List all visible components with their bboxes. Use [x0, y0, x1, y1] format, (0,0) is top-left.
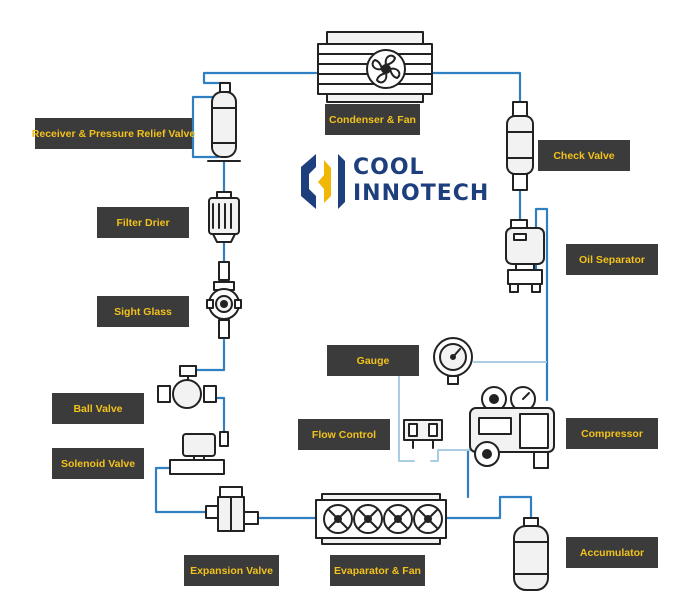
- label-gauge: Gauge: [327, 345, 419, 376]
- flow-control-part: [403, 419, 443, 449]
- compressor-part: [469, 386, 555, 469]
- accumulator-part: [513, 517, 549, 591]
- gauge-lines: [398, 361, 547, 462]
- label-accumulator: Accumulator: [566, 537, 658, 568]
- pipe-ballvalve-to-solenoid: [208, 396, 226, 434]
- expansion-valve-part: [205, 486, 259, 532]
- label-condenser: Condenser & Fan: [325, 104, 420, 135]
- label-evaporator: Evaparator & Fan: [330, 555, 425, 586]
- check-valve-part: [506, 101, 534, 191]
- label-ball-valve: Ball Valve: [52, 393, 144, 424]
- label-oil-separator: Oil Separator: [566, 244, 658, 275]
- pipe-condenser-to-checkvalve: [430, 71, 522, 105]
- receiver-part: [207, 82, 241, 162]
- label-filter-drier: Filter Drier: [97, 207, 189, 238]
- pipe-evaporator-to-accumulator: [432, 495, 533, 524]
- sight-glass-part: [206, 261, 242, 339]
- pipe-receiver-side: [191, 95, 220, 159]
- pipe-condenser-to-receiver: [202, 71, 318, 85]
- solenoid-valve-part: [169, 431, 229, 475]
- condenser-fan-part: [317, 31, 433, 103]
- label-expansion-valve: Expansion Valve: [184, 555, 279, 586]
- label-solenoid-valve: Solenoid Valve: [52, 448, 144, 479]
- pipe-accumulator-to-compressor: [466, 448, 476, 499]
- label-compressor: Compressor: [566, 418, 658, 449]
- label-check-valve: Check Valve: [538, 140, 630, 171]
- filter-drier-part: [208, 191, 240, 243]
- label-flow-control: Flow Control: [298, 419, 390, 450]
- label-sight-glass: Sight Glass: [97, 296, 189, 327]
- pipe-solenoid-to-expansion: [154, 466, 208, 514]
- logo-mark: [301, 154, 345, 209]
- gauge-part: [433, 337, 473, 385]
- label-receiver: Receiver & Pressure Relief Valve: [32, 118, 195, 149]
- ball-valve-part: [157, 365, 217, 409]
- brand-name-line2: INNOTECH: [353, 181, 490, 206]
- pipe-sightglass-to-ballvalve: [188, 338, 226, 372]
- oil-separator-part: [505, 219, 545, 293]
- evaporator-fan-part: [315, 493, 447, 545]
- brand-name-line1: COOL: [353, 155, 425, 180]
